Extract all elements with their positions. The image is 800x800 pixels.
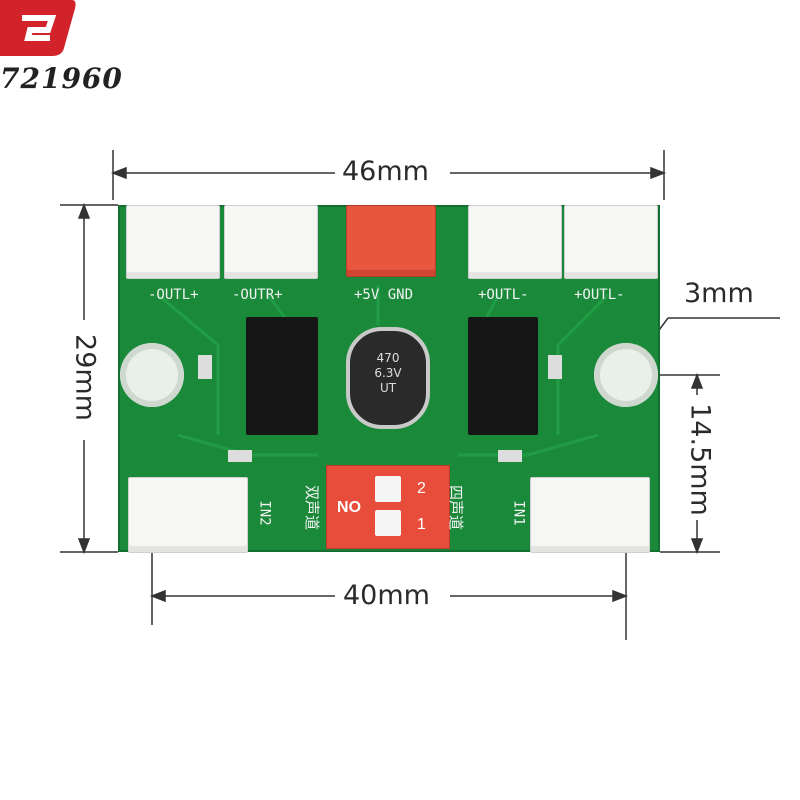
connector-in1 — [530, 477, 650, 553]
dip-switch: ON 1 2 — [326, 465, 450, 549]
capacitor: 470 6.3V UT — [346, 327, 430, 429]
label-out4: +OUTL- — [574, 287, 625, 303]
switch-pos-1: 1 — [417, 516, 426, 533]
mounting-hole-left — [120, 343, 184, 407]
connector-out-left-2 — [468, 205, 562, 279]
dimension-width-label: 46mm — [342, 156, 429, 187]
connector-out-left-3 — [564, 205, 658, 279]
label-in1: IN1 — [510, 500, 527, 526]
label-out1: -OUTL+ — [148, 287, 199, 303]
brand-logo — [0, 0, 76, 56]
switch-pos-2: 2 — [417, 480, 426, 497]
switch-on-label: ON — [337, 497, 361, 514]
connector-in2 — [128, 477, 248, 553]
label-out3: +OUTL- — [478, 287, 529, 303]
watermark-code: 721960 — [0, 62, 123, 95]
smd-resistor — [498, 450, 522, 462]
dimension-hole-spacing-label: 40mm — [343, 580, 430, 611]
smd-resistor — [198, 355, 212, 379]
mounting-hole-right — [594, 343, 658, 407]
label-out2: -OUTR+ — [232, 287, 283, 303]
connector-power — [346, 205, 436, 277]
dimension-hole-diameter-label: 3mm — [684, 278, 754, 309]
dip-switch-lever-2 — [375, 510, 401, 536]
label-stereo: 双声道 — [303, 484, 322, 531]
capacitor-value: 470 — [376, 351, 400, 365]
smd-resistor — [228, 450, 252, 462]
label-power: +5V GND — [354, 287, 414, 303]
pcb-board: -OUTL+ -OUTR+ +5V GND +OUTL- +OUTL- 470 … — [118, 205, 660, 553]
dip-switch-lever-1 — [375, 476, 401, 502]
smd-resistor — [548, 355, 562, 379]
amplifier-chip-right — [468, 317, 538, 435]
capacitor-series: UT — [379, 381, 397, 395]
amplifier-chip-left — [246, 317, 318, 435]
dimension-height-label: 29mm — [69, 334, 101, 421]
capacitor-voltage: 6.3V — [374, 366, 402, 380]
dimension-hole-offset-label: 14.5mm — [684, 403, 716, 516]
label-four-channel: 四声道 — [447, 484, 466, 531]
connector-out-left-1 — [126, 205, 220, 279]
label-in2: IN2 — [256, 500, 273, 526]
connector-out-right — [224, 205, 318, 279]
